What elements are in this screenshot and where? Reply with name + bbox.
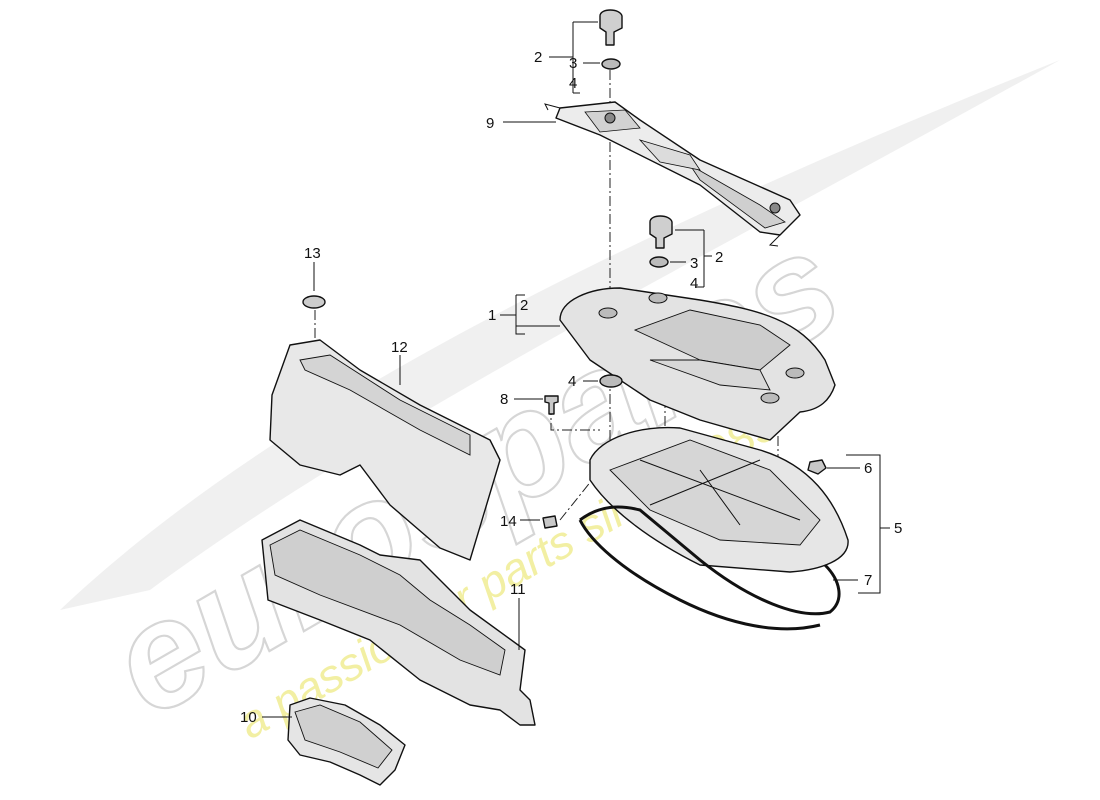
washer-4	[599, 374, 623, 388]
part-1-cover-panel	[559, 287, 836, 441]
callout-12: 12	[391, 339, 408, 356]
callout-3-top: 3	[569, 55, 577, 72]
axis-line-14	[559, 469, 601, 521]
callout-3-mid: 3	[690, 255, 698, 272]
leader-lines	[262, 21, 890, 718]
washer-13	[302, 295, 326, 309]
watermark: eurospares a passion for parts since 198…	[60, 60, 1060, 749]
washer-3-mid	[649, 256, 669, 268]
callout-11: 11	[510, 581, 526, 598]
callout-2-top: 2	[534, 49, 542, 66]
callout-2-mid: 2	[715, 249, 723, 266]
watermark-swoosh	[60, 60, 1060, 610]
bolt-2-top	[599, 9, 623, 46]
hardware	[302, 9, 827, 529]
callout-6: 6	[864, 460, 872, 477]
bolt-2-mid	[649, 215, 673, 249]
part-7-seal	[578, 505, 841, 631]
callout-9: 9	[486, 115, 494, 132]
nut-6	[807, 459, 827, 475]
callout-14: 14	[500, 513, 517, 530]
callouts: 2 3 4 9 3 2 4 1 2 4 8 13 12 14 11 10 6 5…	[240, 49, 902, 726]
screw-8	[544, 395, 559, 415]
callout-1: 1	[488, 307, 496, 324]
callout-4-mid: 4	[690, 275, 698, 292]
part-9-mesh-panel	[544, 101, 801, 247]
part-12-firewall-panel	[269, 339, 501, 561]
callout-10: 10	[240, 709, 257, 726]
part-10-small-duct	[287, 697, 406, 786]
washer-3-top	[601, 58, 621, 70]
part-5-tray	[578, 426, 849, 631]
callout-4-top: 4	[569, 75, 577, 92]
callout-7: 7	[864, 572, 872, 589]
callout-4-washer: 4	[568, 373, 576, 390]
clip-14	[542, 515, 558, 529]
callout-13: 13	[304, 245, 321, 262]
callout-2-bracket: 2	[520, 297, 528, 314]
part-11-duct-panel	[261, 519, 536, 726]
callout-5: 5	[894, 520, 902, 537]
callout-8: 8	[500, 391, 508, 408]
